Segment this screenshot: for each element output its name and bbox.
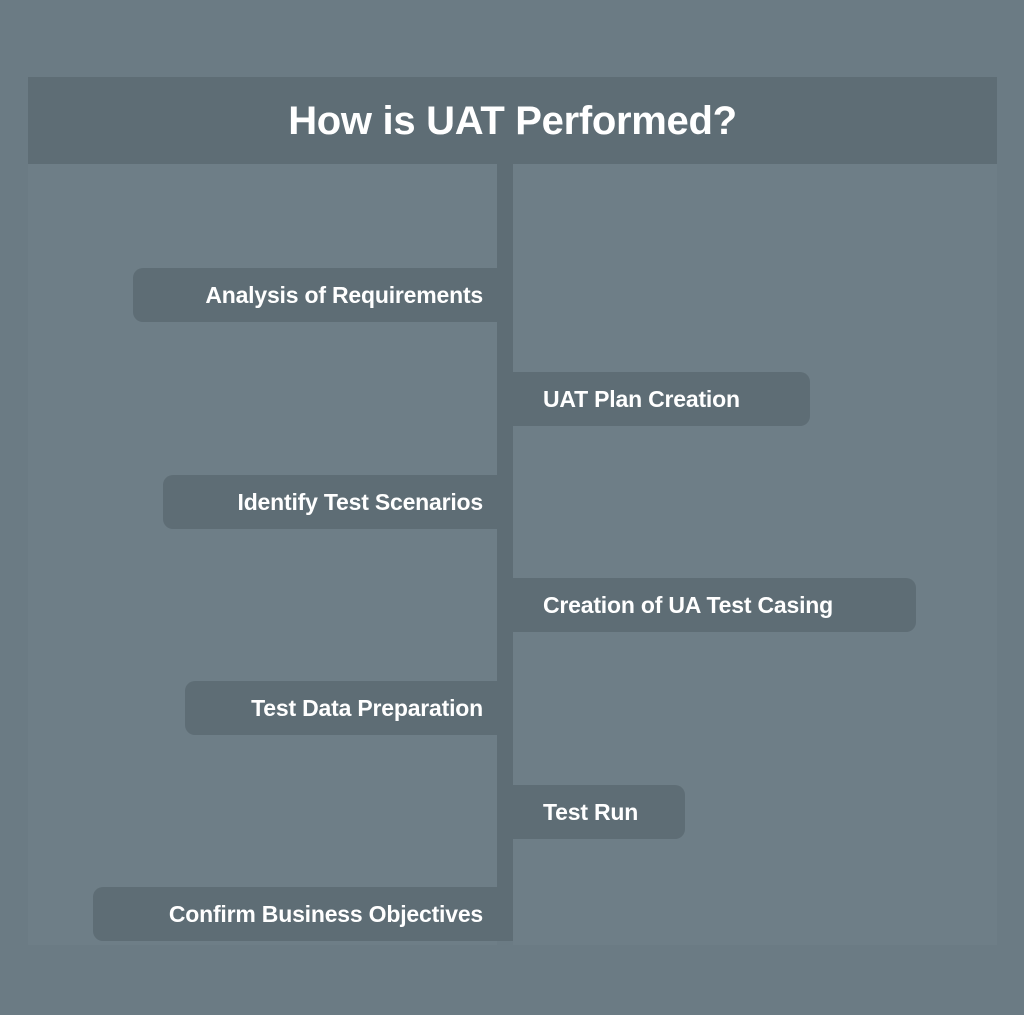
- step-label: Confirm Business Objectives: [168, 900, 483, 927]
- step-label: Creation of UA Test Casing: [543, 591, 833, 618]
- step-item-2[interactable]: UAT Plan Creation: [513, 372, 810, 426]
- page-title: How is UAT Performed?: [288, 98, 737, 143]
- step-label: Identify Test Scenarios: [237, 488, 484, 515]
- step-item-1[interactable]: Analysis of Requirements: [133, 268, 513, 322]
- step-label: Test Data Preparation: [251, 694, 483, 721]
- step-item-5[interactable]: Test Data Preparation: [185, 681, 513, 735]
- step-item-4[interactable]: Creation of UA Test Casing: [513, 578, 916, 632]
- step-item-7[interactable]: Confirm Business Objectives: [93, 887, 513, 941]
- header-band: How is UAT Performed?: [28, 77, 997, 164]
- step-item-3[interactable]: Identify Test Scenarios: [163, 475, 513, 529]
- step-item-6[interactable]: Test Run: [513, 785, 685, 839]
- step-label: UAT Plan Creation: [543, 385, 740, 412]
- step-label: Analysis of Requirements: [205, 281, 483, 308]
- step-label: Test Run: [543, 798, 639, 825]
